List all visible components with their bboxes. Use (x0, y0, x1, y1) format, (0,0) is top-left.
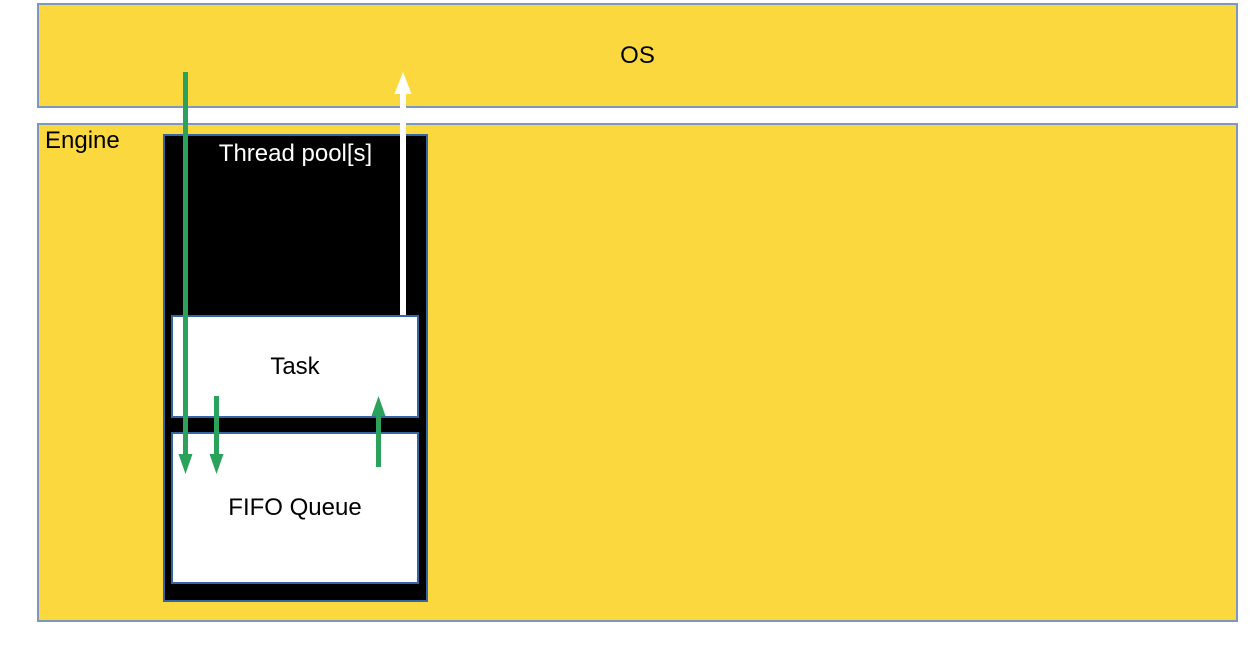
engine-box: Engine Thread pool[s] Task FIFO Queue (37, 123, 1238, 622)
os-box: OS (37, 3, 1238, 108)
engine-label: Engine (45, 127, 120, 154)
os-label: OS (620, 41, 655, 69)
task-label: Task (270, 352, 320, 380)
fifo-queue-box: FIFO Queue (171, 432, 419, 584)
thread-pool-box: Thread pool[s] Task FIFO Queue (163, 134, 428, 602)
fifo-queue-label: FIFO Queue (228, 494, 362, 521)
thread-pool-label: Thread pool[s] (218, 140, 373, 167)
task-box: Task (171, 315, 419, 418)
